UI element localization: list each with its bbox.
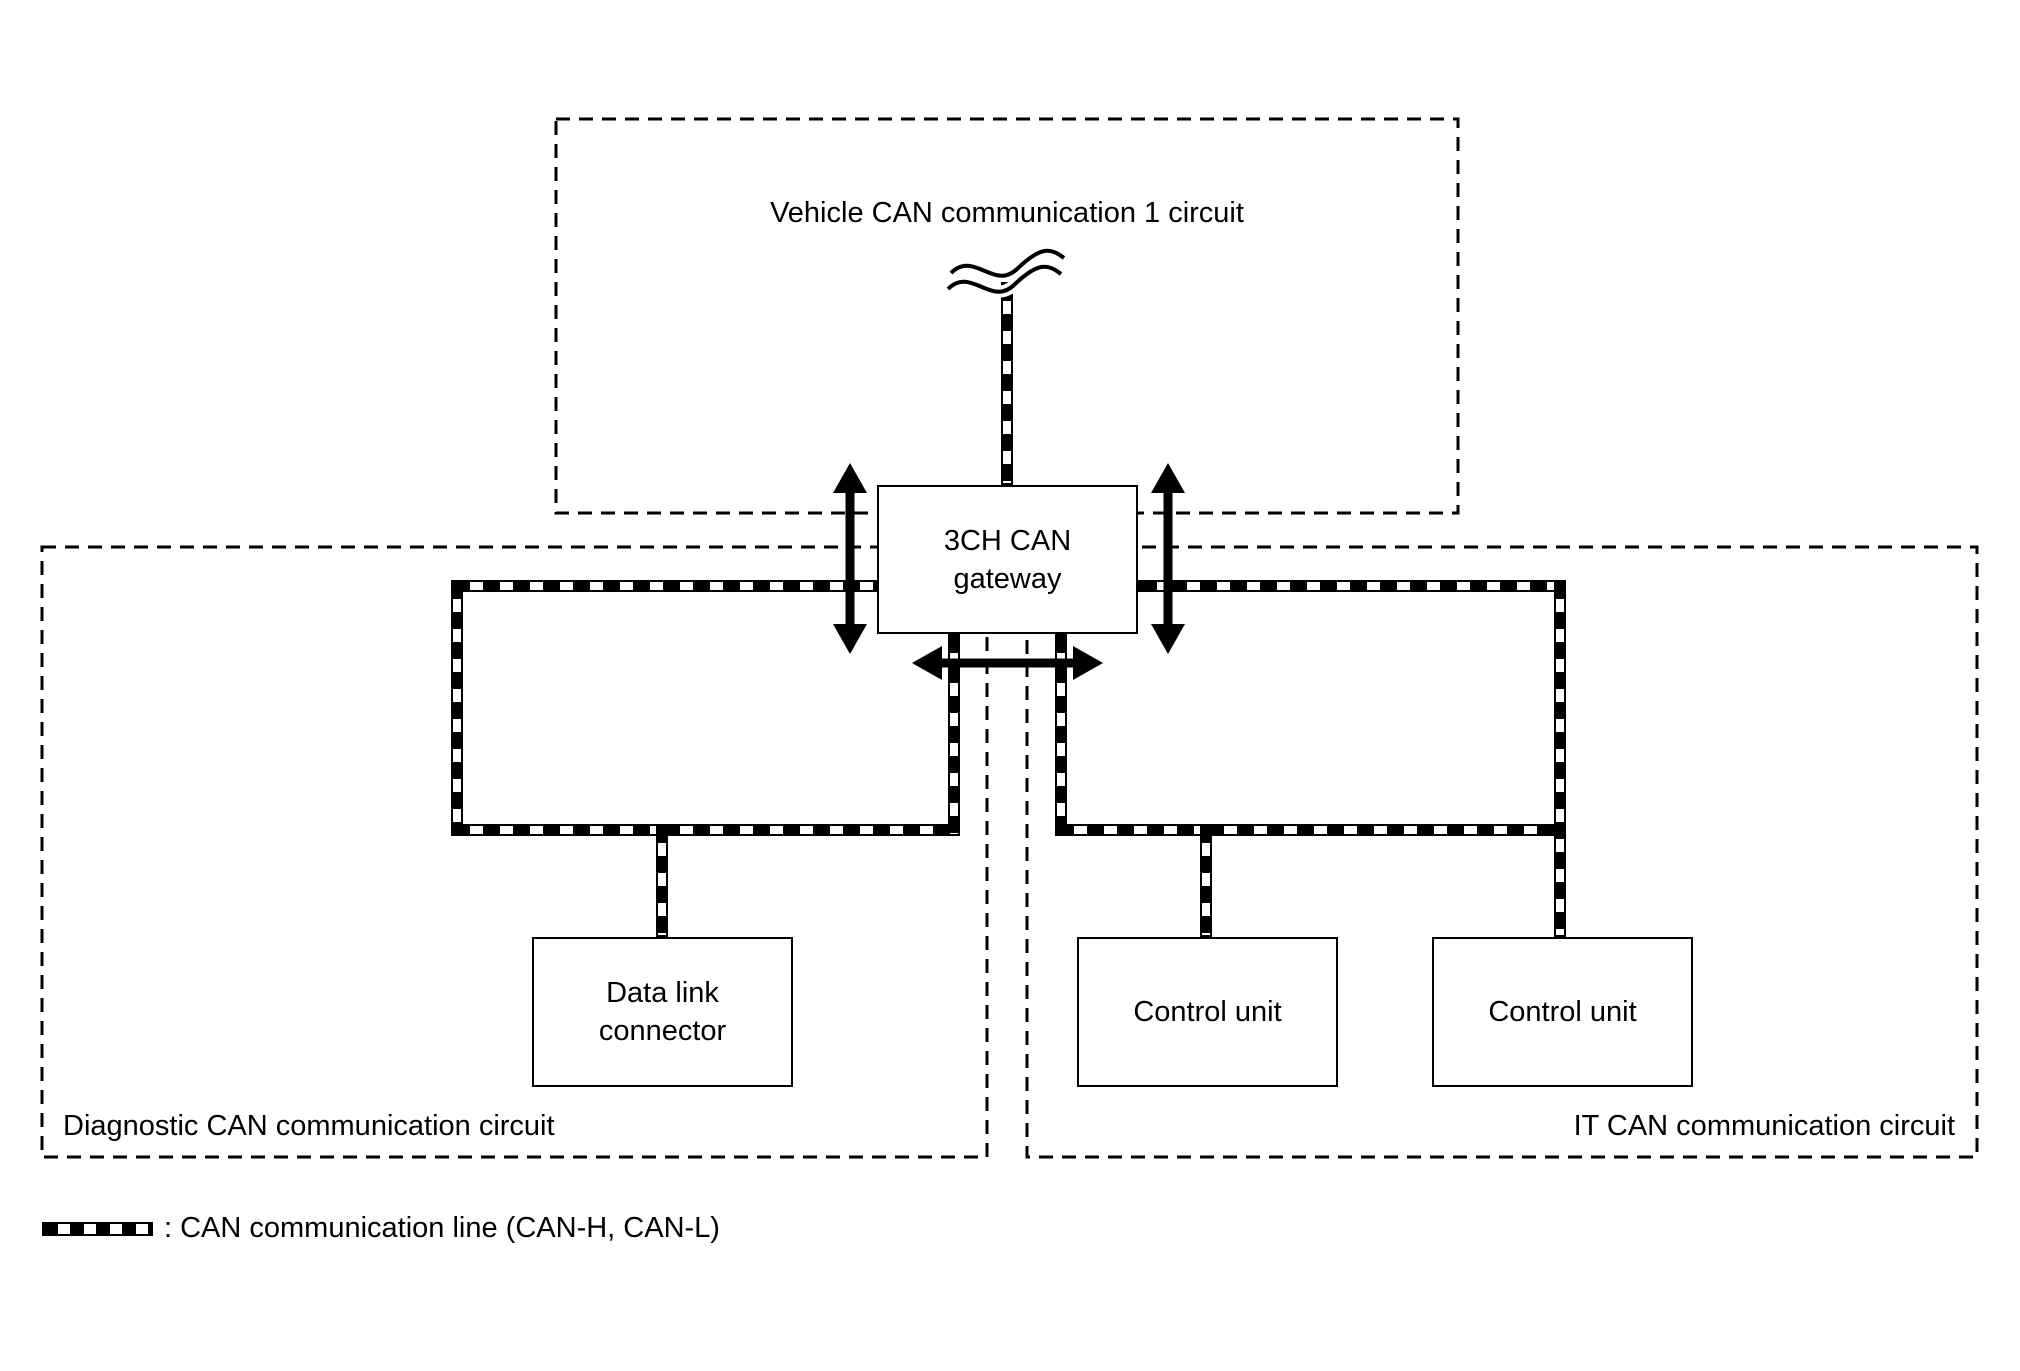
can-line-diagnostic-return xyxy=(948,634,960,836)
can-line-it-right xyxy=(1554,580,1566,937)
vehicle-circuit-label: Vehicle CAN communication 1 circuit xyxy=(770,197,1244,229)
can-line-it-top xyxy=(1138,580,1566,592)
can-line-vehicle-to-gateway xyxy=(1001,282,1013,485)
data-link-connector-box: Data link connector xyxy=(532,937,793,1087)
it-circuit-label: IT CAN communication circuit xyxy=(1573,1110,1955,1142)
can-line-diagnostic-left xyxy=(451,580,463,836)
diagnostic-circuit-boundary xyxy=(40,545,989,1159)
legend-can-line-sample xyxy=(42,1222,153,1236)
data-link-connector-label-line2: connector xyxy=(598,1015,727,1047)
can-line-diagnostic-top xyxy=(451,580,877,592)
diagnostic-circuit-label: Diagnostic CAN communication circuit xyxy=(63,1110,555,1142)
control-unit-1-box: Control unit xyxy=(1077,937,1338,1087)
can-line-cu1-stub xyxy=(1200,824,1212,937)
right-bidirectional-arrow xyxy=(1151,463,1185,654)
gateway-box: 3CH CAN gateway xyxy=(877,485,1138,634)
left-bidirectional-arrow xyxy=(833,463,867,654)
can-line-diagnostic-bottom xyxy=(451,824,960,836)
bottom-bidirectional-arrow xyxy=(912,646,1103,680)
control-unit-2-label: Control unit xyxy=(1488,996,1637,1028)
data-link-connector-label-line1: Data link xyxy=(606,977,719,1009)
can-line-it-left xyxy=(1055,634,1067,836)
can-line-it-bottom xyxy=(1055,824,1566,836)
gateway-label-line2: gateway xyxy=(953,562,1062,595)
legend-text: : CAN communication line (CAN-H, CAN-L) xyxy=(164,1212,720,1244)
gateway-label-line1: 3CH CAN xyxy=(943,524,1072,557)
control-unit-2-box: Control unit xyxy=(1432,937,1693,1087)
control-unit-1-label: Control unit xyxy=(1133,996,1282,1028)
can-line-dlc-stub xyxy=(656,824,668,937)
